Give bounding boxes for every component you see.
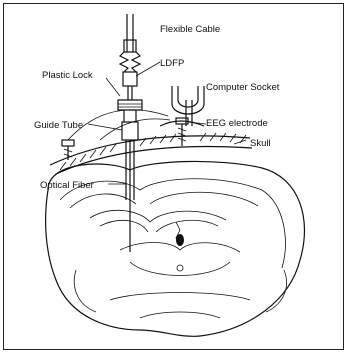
skull (50, 133, 252, 174)
label-flexible-cable: Flexible Cable (160, 24, 220, 35)
electrode-wires (68, 110, 170, 140)
label-guide-tube: Guide Tube (34, 120, 83, 131)
flexible-cable (124, 14, 136, 52)
label-computer-socket: Computer Socket (206, 82, 280, 93)
plastic-lock (118, 100, 142, 122)
label-eeg-electrode: EEG electrode (206, 118, 268, 129)
label-plastic-lock: Plastic Lock (42, 70, 93, 81)
computer-socket (160, 86, 204, 126)
label-ldfp: LDFP (160, 58, 184, 69)
label-skull: Skull (250, 138, 271, 149)
label-optical-fiber: Optical Fiber (40, 180, 94, 191)
ldfp-probe (120, 52, 140, 100)
